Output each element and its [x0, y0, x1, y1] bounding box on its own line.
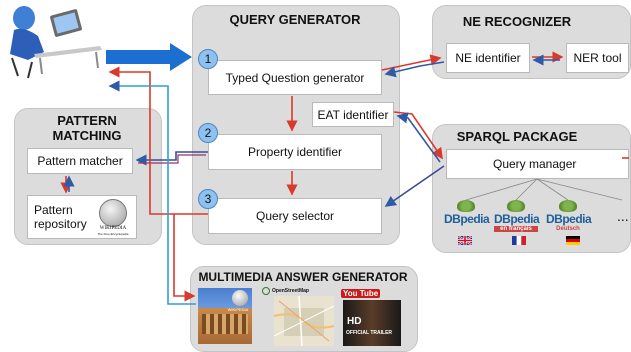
- link-query-manager-eat-identifier: [396, 112, 441, 163]
- eat-identifier-box: EAT identifier: [312, 102, 394, 127]
- openstreetmap-label: OpenStreetMap: [262, 287, 309, 295]
- multimedia-answer-generator-title: MULTIMEDIA ANSWER GENERATOR: [198, 270, 408, 284]
- colosseum-wikipedia-image: WIKIPEDIA: [198, 288, 252, 344]
- user-at-computer-icon: [10, 6, 102, 79]
- dbpedia-fr-icon: [507, 200, 525, 212]
- link-pattern-matcher-property-identifier: [138, 154, 206, 164]
- wikipedia-tagline: The Free Encyclopedia: [97, 232, 129, 236]
- openstreetmap-map-image: [274, 296, 334, 346]
- germany-flag-icon: [566, 236, 580, 245]
- query-selector-to-multimedia: [173, 214, 196, 302]
- more-endpoints-ellipsis: ...: [617, 208, 629, 224]
- dbpedia-de-label: DBpedia: [546, 212, 592, 226]
- dbpedia-de-sublabel: Deutsch: [556, 226, 580, 232]
- property-identifier-box: Property identifier: [208, 134, 382, 170]
- youtube-logo: You Tube: [341, 289, 381, 298]
- trailer-official-text: OFFICIAL TRAILER: [346, 330, 393, 336]
- link-ne-identifier-typed-question: [384, 61, 445, 78]
- youtube-logo-text: You Tube: [341, 289, 381, 298]
- pattern-repository-label-line2: repository: [34, 217, 87, 231]
- trailer-hd-text: HD: [347, 316, 362, 327]
- dbpedia-de-icon: [559, 200, 577, 212]
- typed-question-generator-box: Typed Question generator: [208, 60, 382, 95]
- query-manager-box: Query manager: [446, 149, 629, 179]
- wikipedia-globe-icon-small: [232, 290, 248, 306]
- dbpedia-en-logo: DBpedia: [444, 200, 490, 226]
- link-query-manager-query-selector: [384, 165, 445, 207]
- dbpedia-fr-sublabel: en français: [494, 226, 538, 232]
- dbpedia-fr-label: DBpedia: [494, 212, 540, 226]
- step-1-badge: 1: [198, 49, 218, 69]
- dbpedia-tree-lines: [465, 178, 623, 201]
- map-roads: [274, 296, 334, 346]
- wikipedia-wordmark: WIKIPEDIA: [99, 226, 127, 231]
- step-3-badge: 3: [198, 189, 218, 209]
- youtube-trailer-image: HD OFFICIAL TRAILER: [343, 300, 401, 346]
- dbpedia-en-label: DBpedia: [444, 212, 490, 226]
- sparql-package-title: SPARQL PACKAGE: [456, 129, 578, 144]
- ne-identifier-box: NE identifier: [446, 43, 530, 73]
- dbpedia-en-icon: [457, 200, 475, 212]
- output-line-red: [108, 66, 208, 215]
- dbpedia-de-logo: DBpedia Deutsch: [546, 200, 592, 232]
- wikipedia-globe-icon: [99, 199, 127, 227]
- input-arrow: [106, 43, 192, 71]
- output-line-blue: [108, 80, 196, 305]
- magnifier-icon: [262, 287, 270, 295]
- query-selector-box: Query selector: [208, 198, 382, 234]
- link-property-identifier-pattern-matcher: [135, 151, 208, 166]
- uk-flag-icon: [458, 236, 472, 245]
- dbpedia-fr-logo: DBpedia en français: [494, 200, 540, 232]
- pattern-matcher-box: Pattern matcher: [27, 148, 133, 174]
- ne-recognizer-title: NE RECOGNIZER: [462, 14, 572, 29]
- openstreetmap-text: OpenStreetMap: [272, 288, 309, 294]
- pattern-matching-title-line1: PATTERN: [57, 113, 117, 128]
- ner-tool-box: NER tool: [566, 43, 629, 73]
- colosseum-arches: [202, 314, 248, 334]
- pattern-repository-label-line1: Pattern: [34, 203, 73, 217]
- multimedia-wikipedia-label: WIKIPEDIA: [227, 307, 249, 312]
- step-2-badge: 2: [198, 123, 218, 143]
- france-flag-icon: [512, 236, 526, 245]
- link-eat-identifier-query-manager: [393, 111, 443, 160]
- query-generator-title: QUERY GENERATOR: [229, 12, 361, 27]
- pattern-matching-title-line2: MATCHING: [52, 128, 122, 143]
